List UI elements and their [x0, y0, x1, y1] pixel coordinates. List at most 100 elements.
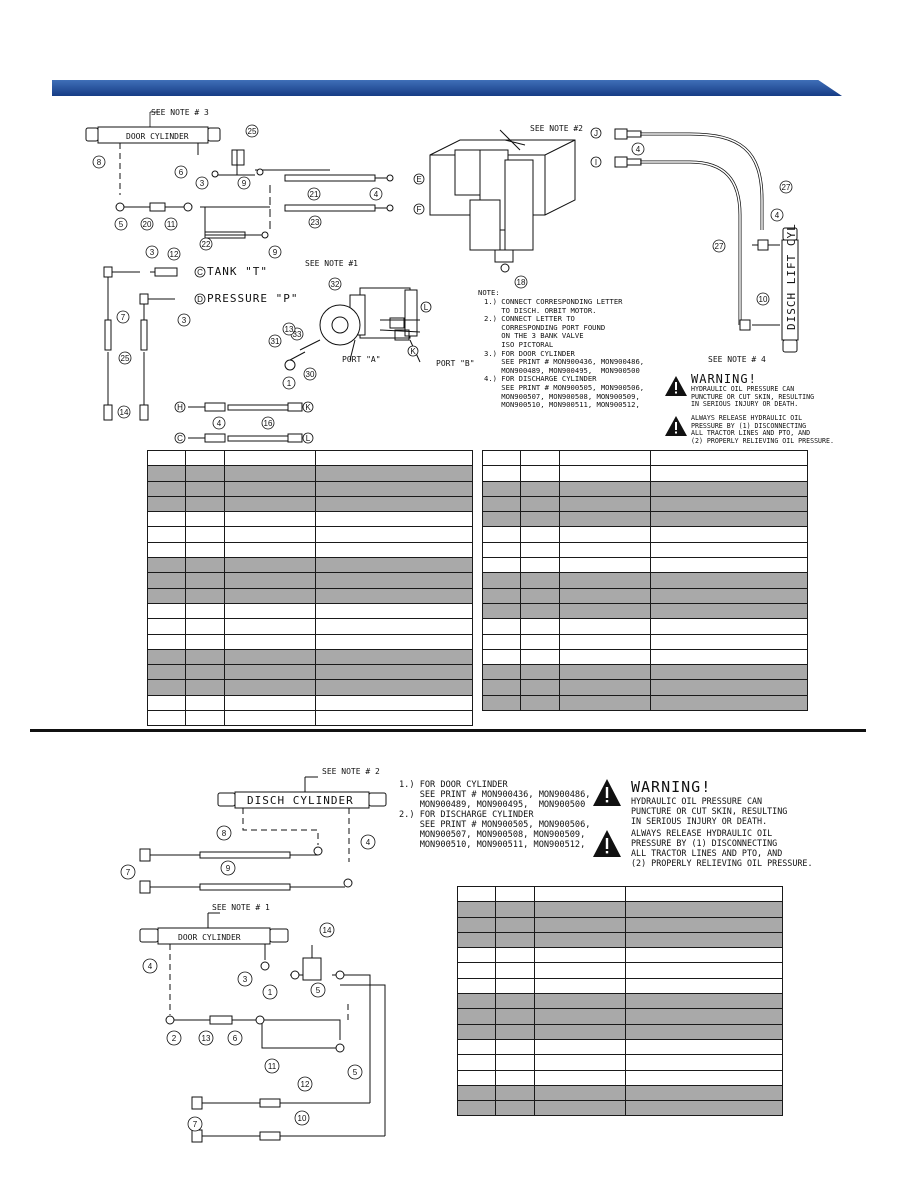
table-cell: [146, 664, 187, 681]
table-row: [456, 916, 783, 933]
table-cell: [495, 1100, 535, 1117]
svg-text:5: 5: [316, 986, 321, 995]
svg-text:31: 31: [271, 337, 280, 346]
table-cell: [315, 465, 473, 482]
table-row: [146, 694, 473, 712]
table-row: [456, 1100, 783, 1117]
table-row: [481, 557, 808, 574]
svg-text:C: C: [197, 268, 203, 277]
table-row: [146, 618, 473, 635]
table-cell: [223, 557, 317, 574]
pressure-label: PRESSURE "P": [207, 292, 298, 305]
table-cell: [533, 1069, 627, 1086]
svg-text:3: 3: [182, 316, 187, 325]
svg-text:9: 9: [242, 179, 247, 188]
see-note-3-label: SEE NOTE # 3: [151, 108, 209, 117]
table-cell: [146, 602, 187, 620]
table-row: [146, 526, 473, 543]
table-cell: [315, 511, 473, 528]
table-row: [146, 587, 473, 604]
svg-text:11: 11: [167, 220, 176, 229]
table-cell: [495, 1054, 535, 1071]
table-cell: [495, 1069, 535, 1086]
svg-text:2: 2: [172, 1034, 177, 1043]
table-cell: [625, 993, 783, 1010]
table-cell: [650, 572, 808, 589]
tank-label: TANK "T": [207, 265, 268, 278]
table-cell: [558, 526, 652, 543]
table-row: [456, 901, 783, 918]
table-cell: [456, 993, 497, 1010]
svg-text:4: 4: [148, 962, 153, 971]
table-cell: [185, 710, 225, 727]
table-cell: [520, 618, 560, 635]
table-cell: [625, 931, 783, 949]
table-cell: [533, 962, 627, 979]
disch-lift-cyl-label: DISCH LIFT CYL: [785, 223, 798, 330]
table-cell: [315, 664, 473, 681]
see-note-1-label-bottom: SEE NOTE # 1: [212, 903, 270, 912]
port-a-label: PORT "A": [342, 355, 381, 364]
table-cell: [650, 587, 808, 604]
table-cell: [456, 885, 497, 903]
table-cell: [520, 587, 560, 604]
table-row: [146, 602, 473, 620]
table-cell: [558, 602, 652, 620]
svg-text:4: 4: [775, 211, 780, 220]
svg-text:9: 9: [273, 248, 278, 257]
table-cell: [315, 572, 473, 589]
table-cell: [315, 480, 473, 497]
table-cell: [558, 633, 652, 650]
table-cell: [315, 648, 473, 666]
table-cell: [520, 694, 560, 712]
table-cell: [558, 679, 652, 696]
table-cell: [456, 916, 497, 933]
table-cell: [625, 916, 783, 933]
table-cell: [558, 495, 652, 513]
svg-text:12: 12: [301, 1080, 310, 1089]
table-cell: [185, 602, 225, 620]
svg-text:E: E: [416, 175, 421, 184]
svg-text:1: 1: [268, 988, 273, 997]
table-cell: [223, 710, 317, 727]
warning-text-bottom-1: HYDRAULIC OIL PRESSURE CAN PUNCTURE OR C…: [631, 796, 788, 826]
table-cell: [558, 511, 652, 528]
table-cell: [456, 1084, 497, 1102]
table-cell: [185, 572, 225, 589]
svg-text:21: 21: [310, 190, 319, 199]
table-cell: [315, 541, 473, 559]
svg-text:H: H: [177, 403, 183, 412]
svg-text:6: 6: [179, 168, 184, 177]
svg-text:4: 4: [217, 419, 222, 428]
table-cell: [146, 449, 187, 467]
warning-text-bottom-2: ALWAYS RELEASE HYDRAULIC OIL PRESSURE BY…: [631, 828, 813, 868]
table-cell: [185, 541, 225, 559]
table-cell: [495, 885, 535, 903]
table-cell: [146, 572, 187, 589]
parts-table-2: [481, 449, 808, 712]
warning-block-bottom: WARNING! HYDRAULIC OIL PRESSURE CAN PUNC…: [631, 778, 787, 826]
table-row: [481, 511, 808, 528]
see-note-4-label: SEE NOTE # 4: [708, 355, 766, 364]
table-cell: [481, 633, 522, 650]
table-cell: [223, 648, 317, 666]
table-cell: [185, 449, 225, 467]
see-note-2-label: SEE NOTE #2: [530, 124, 583, 133]
table-row: [456, 977, 783, 995]
table-cell: [223, 449, 317, 467]
table-cell: [223, 480, 317, 497]
table-row: [481, 694, 808, 712]
table-cell: [185, 557, 225, 574]
table-cell: [223, 526, 317, 543]
table-cell: [223, 511, 317, 528]
svg-text:23: 23: [311, 218, 320, 227]
table-cell: [481, 495, 522, 513]
table-cell: [146, 511, 187, 528]
table-cell: [625, 977, 783, 995]
svg-text:33: 33: [293, 330, 302, 339]
table-cell: [558, 694, 652, 712]
table-cell: [481, 511, 522, 528]
svg-text:5: 5: [353, 1068, 358, 1077]
svg-text:7: 7: [193, 1120, 198, 1129]
table-cell: [520, 679, 560, 696]
